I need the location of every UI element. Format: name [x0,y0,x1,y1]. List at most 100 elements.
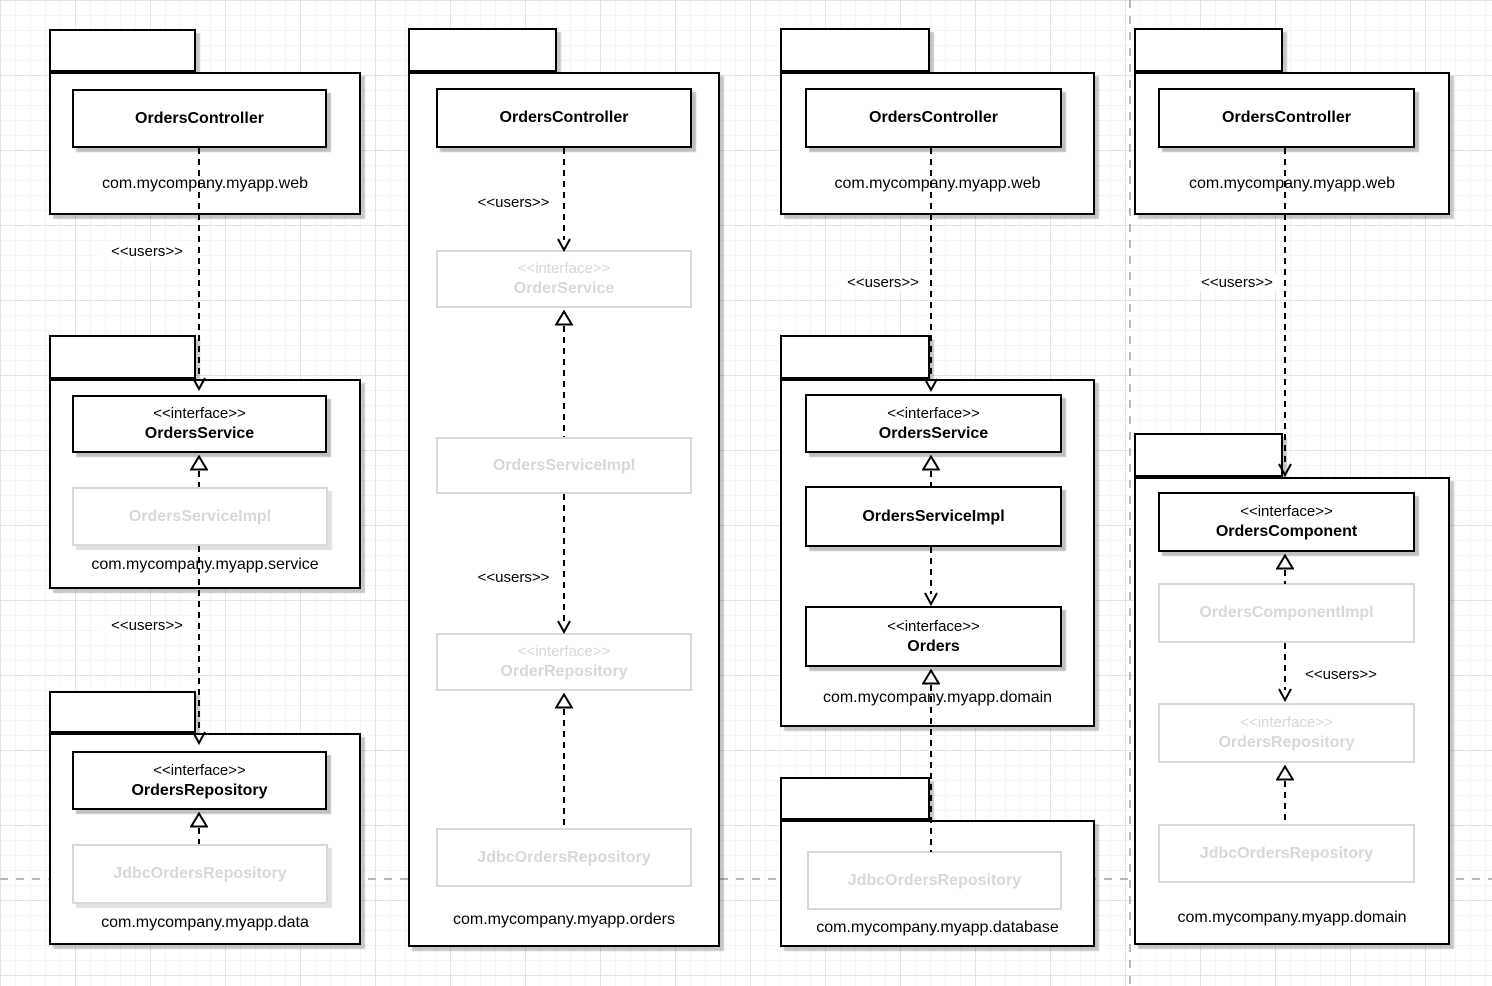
package-label: com.mycompany.myapp.service [91,556,319,573]
dependency-line[interactable] [930,148,932,378]
page-boundary-horizontal [0,878,1492,880]
class-name: OrdersController [869,109,998,126]
realization-line[interactable] [198,828,200,844]
package-label: com.mycompany.myapp.web [834,175,1041,192]
dependency-line[interactable] [1284,643,1286,690]
class-stereotype: <<interface>> [887,404,980,422]
realization-line[interactable] [563,709,565,828]
realization-line[interactable] [930,685,932,852]
edge-label-users[interactable]: <<users>> [99,617,195,634]
dependency-line[interactable] [198,546,200,732]
class-box-inactive[interactable]: JdbcOrdersRepository [807,851,1062,910]
package-tab[interactable] [49,335,196,379]
edge-label-users[interactable]: <<users>> [99,243,195,260]
dependency-arrowhead-icon[interactable] [191,377,207,392]
realization-line[interactable] [198,471,200,487]
class-stereotype: <<interface>> [1240,503,1333,520]
class-stereotype: <<interface>> [517,260,611,277]
class-name: JdbcOrdersRepository [1199,844,1374,862]
realization-line[interactable] [1284,781,1286,824]
realization-arrowhead-icon[interactable] [1275,764,1295,781]
edge-label-users[interactable]: <<users>> [464,569,563,586]
package-tab[interactable] [1134,28,1283,72]
package-label: com.mycompany.myapp.domain [1177,909,1407,926]
package-tab[interactable] [408,28,557,72]
realization-line[interactable] [930,471,932,487]
package-label: com.mycompany.myapp.database [816,919,1059,936]
dependency-arrowhead-icon[interactable] [556,238,572,253]
class-box[interactable]: OrdersController [1158,88,1415,148]
class-name: OrdersServiceImpl [862,507,1005,525]
dependency-line[interactable] [930,547,932,594]
package-tab[interactable] [780,777,930,820]
interface-box-inactive[interactable]: <<interface>> OrderService [436,250,692,308]
package-tab[interactable] [49,29,196,72]
realization-arrowhead-icon[interactable] [189,811,209,828]
class-box[interactable]: OrdersController [72,89,327,148]
edge-label-users[interactable]: <<users>> [1294,666,1388,683]
page-boundary-vertical [1129,0,1131,986]
package-tab[interactable] [1134,433,1283,477]
class-name: OrdersRepository [131,781,268,799]
package-label: com.mycompany.myapp.web [102,175,308,192]
realization-arrowhead-icon[interactable] [189,454,209,471]
class-name: OrdersServiceImpl [128,507,272,525]
interface-box[interactable]: <<interface>> OrdersComponent [1158,492,1415,552]
interface-box-inactive[interactable]: <<interface>> OrderRepository [436,633,692,691]
package-tab[interactable] [49,691,196,733]
dependency-arrowhead-icon[interactable] [923,592,939,607]
interface-box[interactable]: <<interface>> OrdersService [805,394,1062,453]
class-name: OrdersServiceImpl [492,456,636,474]
class-name: OrdersRepository [1218,734,1355,751]
dependency-line[interactable] [563,148,565,240]
dependency-arrowhead-icon[interactable] [1277,688,1293,703]
edge-label-users[interactable]: <<users>> [464,194,563,211]
class-stereotype: <<interface>> [153,405,246,422]
class-box[interactable]: OrdersController [436,88,692,148]
class-box[interactable]: OrdersServiceImpl [805,486,1062,547]
package-tab[interactable] [780,335,930,379]
class-name: OrdersController [135,109,264,127]
class-name: JdbcOrdersRepository [113,865,287,882]
class-name: OrderService [513,280,615,297]
class-name: OrdersController [1222,109,1351,126]
realization-arrowhead-icon[interactable] [1275,553,1295,570]
interface-box[interactable]: <<interface>> OrdersService [72,395,327,453]
edge-label-users[interactable]: <<users>> [1190,274,1284,291]
class-box-inactive[interactable]: JdbcOrdersRepository [1158,824,1415,883]
dependency-arrowhead-icon[interactable] [191,731,207,746]
edge-label-users[interactable]: <<users>> [836,274,930,291]
dependency-line[interactable] [1284,148,1286,465]
interface-box[interactable]: <<interface>> OrdersRepository [72,751,327,810]
realization-line[interactable] [563,326,565,437]
realization-arrowhead-icon[interactable] [554,309,574,326]
package-tab[interactable] [780,28,930,72]
class-box-inactive[interactable]: OrdersServiceImpl [436,437,692,494]
dependency-arrowhead-icon[interactable] [556,620,572,635]
class-box-inactive[interactable]: OrdersComponentImpl [1158,583,1415,643]
dependency-arrowhead-icon[interactable] [923,378,939,393]
package-label: com.mycompany.myapp.data [101,914,309,931]
interface-box[interactable]: <<interface>> Orders [805,606,1062,667]
interface-box-inactive[interactable]: <<interface>> OrdersRepository [1158,703,1415,763]
realization-arrowhead-icon[interactable] [921,454,941,471]
class-name: OrdersController [499,109,629,126]
package-label: com.mycompany.myapp.domain [822,689,1053,706]
dependency-arrowhead-icon[interactable] [1277,463,1293,478]
dependency-line[interactable] [563,494,565,621]
class-name: JdbcOrdersRepository [847,871,1022,889]
class-name: Orders [907,637,960,655]
class-stereotype: <<interface>> [1240,714,1333,731]
class-stereotype: <<interface>> [887,617,980,635]
realization-line[interactable] [1284,570,1286,584]
realization-arrowhead-icon[interactable] [921,668,941,685]
class-box-inactive[interactable]: JdbcOrdersRepository [72,844,328,904]
class-name: OrdersService [878,424,989,442]
class-box-inactive[interactable]: OrdersServiceImpl [72,487,328,546]
dependency-line[interactable] [198,148,200,378]
class-box[interactable]: OrdersController [805,88,1062,148]
package-label: com.mycompany.myapp.web [1189,175,1395,192]
class-box-inactive[interactable]: JdbcOrdersRepository [436,828,692,887]
class-stereotype: <<interface>> [153,761,246,779]
realization-arrowhead-icon[interactable] [554,692,574,709]
